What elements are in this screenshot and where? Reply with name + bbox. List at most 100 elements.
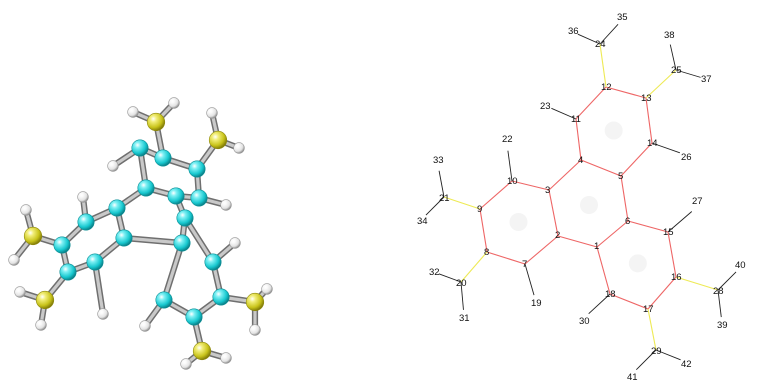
atom-ball-h-27 xyxy=(229,237,241,249)
atom-number-label-36: 36 xyxy=(568,26,579,37)
atom-number-label-26: 26 xyxy=(681,152,692,163)
atom-number-label-22: 22 xyxy=(502,134,513,145)
bond-line-25-37 xyxy=(675,69,701,78)
bond-line-7-8 xyxy=(486,251,526,265)
atom-number-label-9: 9 xyxy=(477,204,482,215)
bond-line-2-7 xyxy=(524,235,559,265)
atom-ball-h-26 xyxy=(220,199,232,211)
atom-number-label-12: 12 xyxy=(601,82,612,93)
bond-line-16-17 xyxy=(647,276,677,310)
atom-ball-c-2 xyxy=(115,229,133,247)
atom-number-label-21: 21 xyxy=(439,193,450,204)
atom-number-label-23: 23 xyxy=(540,101,551,112)
atom-number-label-7: 7 xyxy=(522,259,527,270)
atom-number-label-34: 34 xyxy=(417,216,428,227)
atom-ball-c-10 xyxy=(77,213,95,231)
atom-ball-c-12 xyxy=(154,149,172,167)
bond-line-9-21 xyxy=(443,196,481,210)
bond-line-13-14 xyxy=(645,97,653,144)
ring-center-mark-2 xyxy=(509,213,528,231)
atom-ball-c-11 xyxy=(131,139,149,157)
atom-ball-h-37 xyxy=(233,142,245,154)
atom-number-label-16: 16 xyxy=(671,272,682,283)
bond-line-18-30 xyxy=(588,293,611,315)
atom-number-label-15: 15 xyxy=(663,227,674,238)
bond-line-15-16 xyxy=(667,231,677,278)
bond-line-21-33 xyxy=(438,170,445,198)
atom-number-label-10: 10 xyxy=(507,176,518,187)
atom-number-label-4: 4 xyxy=(578,155,583,166)
bond-line-29-42 xyxy=(655,349,681,361)
bond-line-16-28 xyxy=(675,276,719,291)
atom-ball-c-9 xyxy=(53,236,71,254)
bond-line-5-6 xyxy=(620,175,629,222)
atom-number-label-37: 37 xyxy=(701,74,712,85)
atom-number-label-1: 1 xyxy=(594,241,599,252)
atom-number-label-33: 33 xyxy=(433,155,444,166)
atom-number-label-6: 6 xyxy=(625,216,630,227)
atom-ball-c-18 xyxy=(155,291,173,309)
bond-stick-highlight-1-2 xyxy=(122,236,184,245)
ring-center-mark-3 xyxy=(604,121,623,140)
bond-line-6-15 xyxy=(627,220,669,233)
atom-ball-h-35 xyxy=(168,97,180,109)
ball-and-stick-model xyxy=(8,97,273,370)
bond-line-18-1 xyxy=(596,246,611,295)
bond-line-13-25 xyxy=(645,69,677,99)
atom-number-label-35: 35 xyxy=(617,12,628,23)
bond-line-10-22 xyxy=(507,150,513,182)
atom-number-label-2: 2 xyxy=(555,230,560,241)
atom-number-label-24: 24 xyxy=(595,39,606,50)
atom-ball-c-4 xyxy=(137,179,155,197)
atom-ball-c-17 xyxy=(185,308,203,326)
bond-line-8-20 xyxy=(460,251,488,283)
atom-ball-h-36 xyxy=(127,106,139,118)
bond-line-3-4 xyxy=(548,159,582,191)
atom-ball-c-13 xyxy=(188,160,206,178)
atom-ball-h-32 xyxy=(35,319,47,331)
atom-number-label-40: 40 xyxy=(735,260,746,271)
atom-number-label-32: 32 xyxy=(429,267,440,278)
atom-ball-c-6 xyxy=(176,209,194,227)
atom-number-label-38: 38 xyxy=(664,30,675,41)
atom-number-label-39: 39 xyxy=(717,320,728,331)
atom-ball-c-16 xyxy=(212,288,230,306)
atom-number-label-3: 3 xyxy=(545,185,550,196)
bond-line-2-3 xyxy=(548,189,559,237)
bond-line-7-19 xyxy=(524,263,535,296)
atom-number-label-41: 41 xyxy=(627,372,638,383)
numbered-diagram-bonds xyxy=(425,24,737,370)
atom-ball-h-42 xyxy=(220,352,232,364)
bond-line-29-41 xyxy=(636,349,657,370)
bond-line-20-32 xyxy=(438,273,462,283)
bond-line-17-29 xyxy=(647,308,657,351)
atom-ball-c-8 xyxy=(59,263,77,281)
bond-line-24-35 xyxy=(599,24,619,45)
bond-stick-highlight-6-15 xyxy=(183,216,215,264)
bond-line-11-23 xyxy=(551,107,577,120)
numbered-atom-diagram: 1234567891011121314151617181920212223242… xyxy=(417,12,746,383)
atom-ball-h-31 xyxy=(14,286,26,298)
atom-ball-s-25 xyxy=(208,130,228,150)
atom-ball-h-41 xyxy=(180,358,192,370)
numbered-diagram-labels: 1234567891011121314151617181920212223242… xyxy=(417,12,746,383)
atom-ball-c-1 xyxy=(173,234,191,252)
bond-line-28-40 xyxy=(717,271,737,291)
atom-ball-h-23 xyxy=(107,160,119,172)
atom-ball-h-38 xyxy=(206,107,218,119)
bond-stick-highlight-18-1 xyxy=(162,241,184,302)
bond-line-12-24 xyxy=(599,43,607,88)
bond-line-4-5 xyxy=(580,159,622,177)
bond-line-14-26 xyxy=(651,142,681,154)
atom-number-label-28: 28 xyxy=(713,286,724,297)
atom-ball-h-34 xyxy=(8,254,20,266)
bond-line-9-10 xyxy=(479,180,513,210)
bond-line-25-38 xyxy=(669,44,677,71)
atom-ball-h-33 xyxy=(20,204,32,216)
bond-line-28-39 xyxy=(717,289,722,318)
atom-ball-h-19 xyxy=(97,308,109,320)
bond-line-12-13 xyxy=(605,86,647,99)
atom-ball-c-3 xyxy=(108,199,126,217)
atom-ball-h-39 xyxy=(249,324,261,336)
